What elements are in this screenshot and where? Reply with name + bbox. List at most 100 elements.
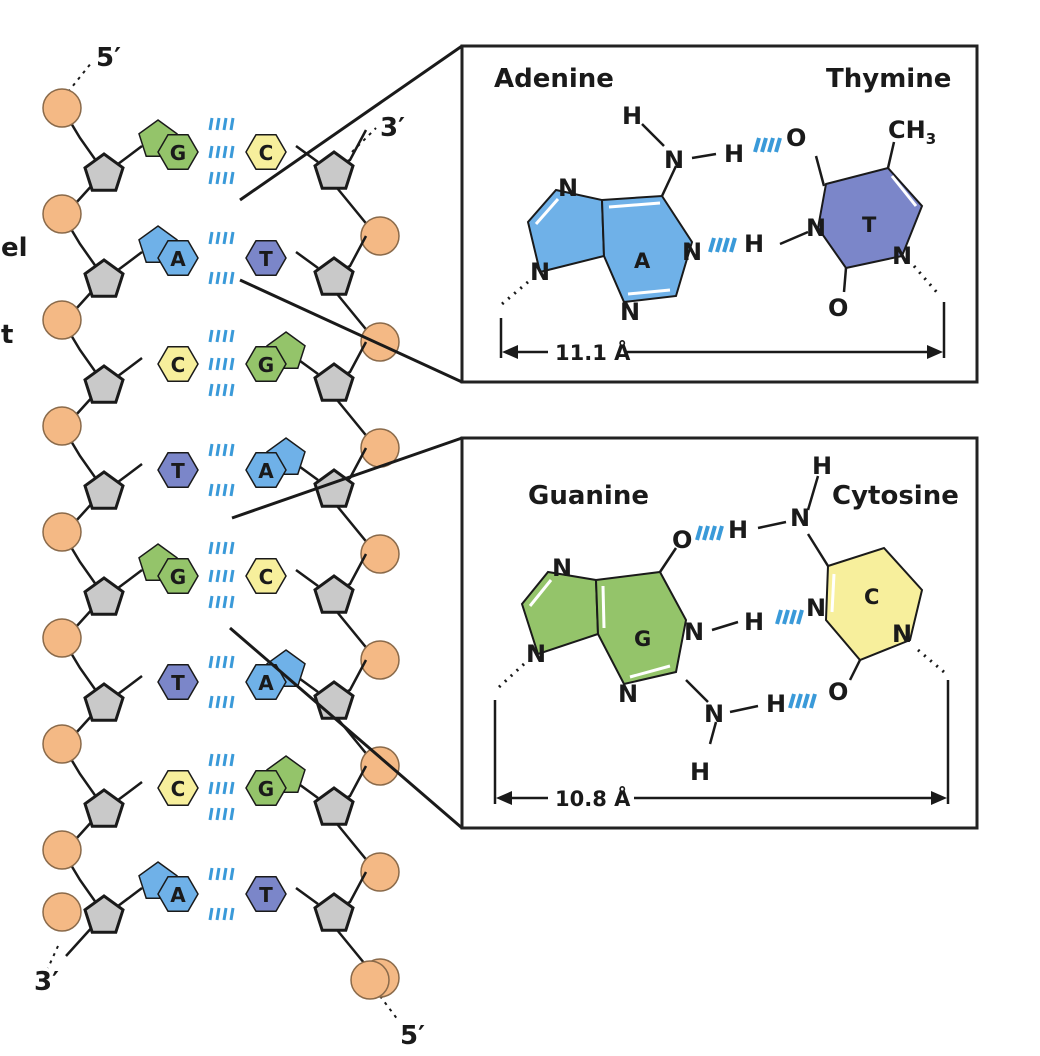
base-letter: T — [171, 671, 185, 695]
gc-atom-h-amino: H — [766, 690, 786, 718]
hydrogen-bond-dash — [222, 171, 228, 185]
base-letter: G — [170, 141, 186, 165]
base-letter: T — [259, 883, 273, 907]
strand-end-tail — [351, 127, 377, 153]
left-phosphate-group — [42, 300, 82, 340]
hydrogen-bond-dash — [222, 117, 228, 131]
base-ring-G — [245, 769, 287, 807]
right-glycosidic-bond — [295, 886, 319, 906]
strand-label-bottom-left: 3′ — [34, 967, 59, 997]
hydrogen-bond-dash — [208, 383, 214, 397]
left-phosphate-group — [42, 406, 82, 446]
hydrogen-bond-dash — [208, 145, 214, 159]
base-letter: A — [170, 247, 186, 271]
hydrogen-bond-dash — [208, 483, 214, 497]
cytosine-ring — [824, 546, 924, 662]
hydrogen-bond-dash — [229, 569, 235, 583]
hydrogen-bond-dash — [215, 329, 221, 343]
base-letter: A — [170, 883, 186, 907]
right-deoxyribose-sugar — [313, 362, 355, 402]
hydrogen-bond-dash — [229, 383, 235, 397]
base-ring-C — [245, 557, 287, 595]
left-phosphate-group — [42, 618, 82, 658]
gc-atom-h-amino-bottom: H — [690, 758, 710, 786]
left-phosphate-group — [42, 194, 82, 234]
adenine-label: Adenine — [494, 64, 614, 94]
base-ring-C — [157, 345, 199, 383]
hydrogen-bond-dash — [222, 483, 228, 497]
right-phosphate-group — [360, 746, 400, 786]
hydrogen-bond-dash — [208, 171, 214, 185]
hydrogen-bond-dash — [208, 595, 214, 609]
guanine-ring-letter: G — [634, 627, 651, 651]
callout-line-gc-top — [231, 436, 463, 520]
hydrogen-bond-dash — [215, 357, 221, 371]
hydrogen-bond-dash — [222, 383, 228, 397]
hydrogen-bond-dash — [222, 271, 228, 285]
at-atom-n3-thymine: N — [806, 214, 826, 242]
gc-covalent-bonds — [658, 475, 862, 745]
hydrogen-bond-dash — [215, 655, 221, 669]
guanine-double-bonds — [528, 579, 671, 679]
gc-atom-h1: H — [744, 608, 764, 636]
hydrogen-bond-dash — [215, 117, 221, 131]
hydrogen-bond-dash — [229, 781, 235, 795]
hydrogen-bond-dash — [215, 781, 221, 795]
hydrogen-bond-dash — [229, 807, 235, 821]
hydrogen-bond-dash — [208, 443, 214, 457]
adenine-ring-letter: A — [634, 249, 651, 273]
hydrogen-bond-dash — [208, 907, 214, 921]
left-deoxyribose-sugar — [83, 364, 125, 404]
gc-atom-o-guanine: O — [672, 526, 692, 554]
strand-label-top-right: 3′ — [380, 113, 405, 143]
hydrogen-bond-dash — [222, 781, 228, 795]
hydrogen-bond-dash — [208, 753, 214, 767]
right-phosphate-group — [360, 852, 400, 892]
base-ring-C — [157, 769, 199, 807]
hydrogen-bond-dash — [222, 655, 228, 669]
base-ring-G — [157, 557, 199, 595]
strand-end-tail — [67, 61, 93, 93]
cytosine-ring-letter: C — [864, 585, 879, 609]
helix-hydrogen-bonds — [208, 541, 235, 609]
hydrogen-bond-dash — [215, 907, 221, 921]
base-letter: A — [258, 459, 274, 483]
helix-hydrogen-bonds — [208, 231, 235, 285]
hydrogen-bond-dash — [229, 695, 235, 709]
at-distance-label: 11.1 Å — [555, 340, 631, 365]
hydrogen-bond-dash — [215, 483, 221, 497]
base-letter: G — [258, 777, 274, 801]
hydrogen-bond-dash — [222, 569, 228, 583]
hydrogen-bond-dash — [229, 357, 235, 371]
thymine-ring-letter: T — [862, 213, 877, 237]
hydrogen-bond-dash — [215, 753, 221, 767]
at-atom-h-amino: H — [724, 140, 744, 168]
right-deoxyribose-sugar — [313, 574, 355, 614]
left-edge-fragment-1: el — [1, 233, 28, 263]
hydrogen-bond-dash — [215, 569, 221, 583]
hydrogen-bond-dash — [222, 145, 228, 159]
left-glycosidic-bond — [117, 675, 143, 695]
right-phosphate-group — [350, 960, 390, 1000]
gc-atom-h-cyt-amino: H — [728, 516, 748, 544]
base-letter: G — [170, 565, 186, 589]
base-ring-A — [245, 451, 287, 489]
right-phosphate-group — [360, 534, 400, 574]
right-phosphate-group — [360, 322, 400, 362]
at-atom-n7: N — [558, 174, 578, 202]
at-atom-o2-thymine: O — [828, 294, 848, 322]
helix-hydrogen-bonds — [208, 329, 235, 397]
left-glycosidic-bond — [117, 251, 143, 271]
gc-hydrogen-bonds — [695, 525, 817, 709]
hydrogen-bond-dash — [229, 117, 235, 131]
right-deoxyribose-sugar — [313, 150, 355, 190]
at-hydrogen-bonds — [708, 137, 782, 253]
hydrogen-bond-dash — [229, 271, 235, 285]
hydrogen-bond-dash — [215, 145, 221, 159]
hydrogen-bond-dash — [229, 171, 235, 185]
